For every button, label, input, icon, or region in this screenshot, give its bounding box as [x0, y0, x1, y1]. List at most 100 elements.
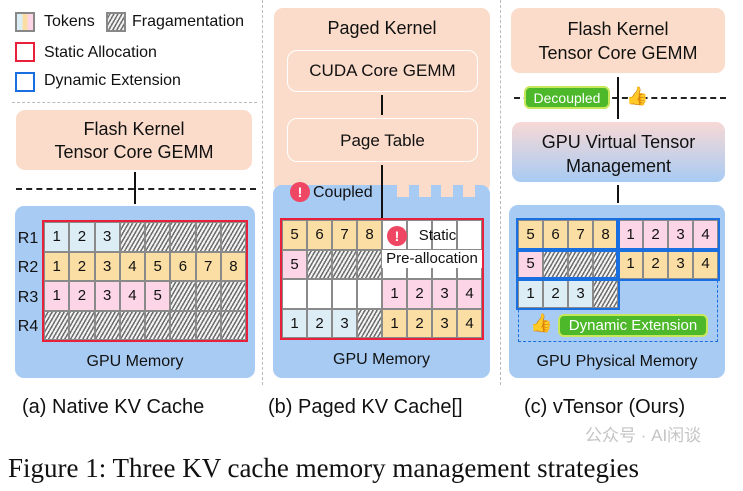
page-table-label: Page Table — [340, 131, 425, 150]
token-cell: 2 — [307, 308, 332, 338]
token-cell: 1 — [618, 249, 643, 279]
fragmentation-cell — [170, 281, 196, 311]
caption-c: (c) vTensor (Ours) — [524, 396, 686, 418]
token-cell: 8 — [357, 220, 382, 250]
coupling-notch — [463, 185, 475, 197]
token-cell: 5 — [145, 251, 171, 281]
token-cell: 3 — [94, 281, 120, 311]
dynamic-block — [516, 218, 620, 252]
row-label: R1 — [17, 230, 39, 247]
empty-cell — [332, 279, 357, 309]
token-cell: 5 — [282, 249, 307, 279]
token-cell: 6 — [170, 251, 196, 281]
fragmentation-cell — [568, 249, 593, 279]
legend-divider — [12, 102, 257, 103]
fragmentation-cell — [195, 310, 221, 340]
fragmentation-cell — [220, 281, 246, 311]
coupling-notch — [419, 185, 431, 197]
legend-tokens: Tokens — [44, 13, 95, 30]
row-label: R4 — [17, 318, 39, 335]
token-cell: 3 — [332, 308, 357, 338]
token-cell: 1 — [382, 308, 407, 338]
dynamic-extension-region — [518, 280, 718, 342]
static-swatch — [15, 42, 35, 62]
token-cell: 4 — [693, 249, 718, 279]
gpu-physical-memory-label: GPU Physical Memory — [536, 353, 698, 370]
token-cell: 1 — [44, 222, 70, 252]
token-cell: 2 — [643, 249, 668, 279]
caption-a: (a) Native KV Cache — [22, 396, 205, 418]
token-cell: 4 — [457, 279, 482, 309]
token-cell: 1 — [44, 281, 70, 311]
fragmentation-cell — [593, 278, 618, 308]
fragmentation-cell — [593, 249, 618, 279]
cuda-core-box — [287, 50, 478, 92]
fragmentation-cell — [307, 249, 332, 279]
virtual-line1: GPU Virtual Tensor — [541, 132, 696, 152]
dynamic-block — [516, 248, 620, 281]
warning-icon: ! — [290, 182, 310, 202]
token-cell: 2 — [69, 251, 95, 281]
flash-kernel-box — [511, 8, 725, 73]
empty-cell — [457, 220, 482, 250]
empty-cell — [693, 279, 718, 308]
tokens-swatch — [15, 12, 35, 32]
row-label: R3 — [17, 289, 39, 306]
token-cell: 8 — [593, 220, 618, 250]
paged-kernel-title: Paged Kernel — [327, 18, 437, 38]
legend-dynamic: Dynamic Extension — [44, 72, 181, 89]
token-cell: 1 — [282, 308, 307, 338]
cuda-core-label: CUDA Core GEMM — [309, 61, 456, 80]
caption-b: (b) Paged KV Cache[] — [268, 396, 463, 418]
bidirectional-arrow-icon — [134, 172, 136, 204]
token-cell: 3 — [568, 278, 593, 308]
token-cell: 6 — [543, 220, 568, 250]
dynamic-block — [616, 248, 720, 281]
token-cell: 1 — [382, 279, 407, 309]
fragmentation-cell — [69, 310, 95, 340]
kernel-line1: Flash Kernel — [83, 119, 185, 139]
fragmentation-swatch — [106, 12, 126, 32]
fragmentation-cell — [357, 308, 382, 338]
dynamic-extension-badge: Dynamic Extension — [558, 314, 708, 337]
thumbs-up-icon: 👍 — [626, 86, 649, 106]
bidirectional-arrow-icon — [617, 185, 619, 203]
legend-fragmentation: Fragamentation — [132, 13, 245, 30]
empty-cell — [307, 279, 332, 309]
token-cell: 7 — [195, 251, 221, 281]
token-cell: 1 — [618, 220, 643, 250]
token-cell: 2 — [407, 308, 432, 338]
token-cell: 3 — [94, 222, 120, 252]
fragmentation-cell — [332, 249, 357, 279]
decoupled-badge: Decoupled — [524, 86, 610, 109]
fragmentation-cell — [195, 222, 221, 252]
interface-line — [514, 97, 726, 99]
token-cell: 7 — [332, 220, 357, 250]
panel-separator — [500, 0, 501, 385]
token-cell: 5 — [518, 249, 543, 279]
token-cell: 5 — [518, 220, 543, 250]
fragmentation-cell — [170, 222, 196, 252]
token-cell: 3 — [94, 251, 120, 281]
fragmentation-cell — [44, 310, 70, 340]
row-label: R2 — [17, 259, 39, 276]
token-cell: 3 — [432, 279, 457, 309]
fragmentation-cell — [543, 249, 568, 279]
token-cell: 4 — [119, 251, 145, 281]
coupling-notch — [441, 185, 453, 197]
bidirectional-arrow-icon — [617, 77, 619, 119]
token-cell: 5 — [282, 220, 307, 250]
interface-line — [16, 188, 256, 190]
gpu-memory-label: GPU Memory — [86, 353, 184, 370]
fragmentation-cell — [220, 222, 246, 252]
fragmentation-cell — [145, 310, 171, 340]
fragmentation-cell — [195, 281, 221, 311]
token-cell: 3 — [432, 308, 457, 338]
token-cell: 2 — [407, 279, 432, 309]
kernel-line2: Tensor Core GEMM — [54, 142, 214, 162]
token-cell: 2 — [543, 278, 568, 308]
fragmentation-cell — [357, 249, 382, 279]
bidirectional-arrow-icon — [381, 95, 383, 115]
empty-cell — [643, 279, 668, 308]
